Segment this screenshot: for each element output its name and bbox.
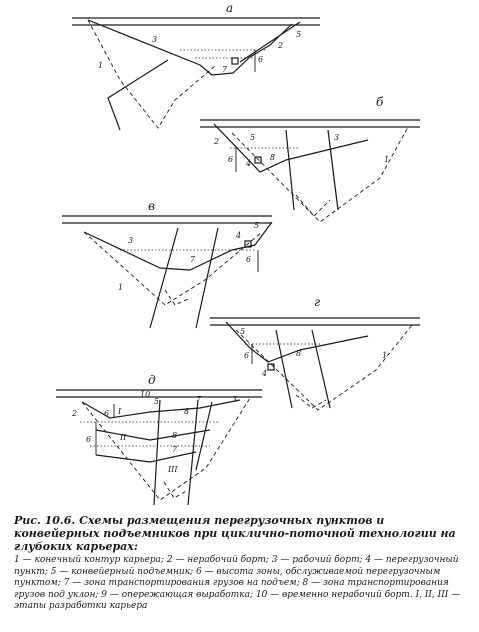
label: 3 bbox=[334, 133, 339, 142]
label: 3 bbox=[232, 395, 237, 404]
panel-a: а 1 2 3 5 6 7 bbox=[72, 1, 320, 131]
label: 3 bbox=[152, 35, 157, 44]
label: II bbox=[119, 433, 127, 442]
label: 6 bbox=[104, 409, 109, 418]
pit-bottom bbox=[295, 194, 331, 217]
label: 7 bbox=[222, 65, 228, 74]
label: 2 bbox=[277, 41, 283, 50]
panel-a-letter: а bbox=[226, 1, 233, 15]
label: 8 bbox=[184, 407, 189, 416]
label: 4 bbox=[245, 159, 251, 168]
conveyor-line bbox=[195, 401, 213, 471]
conveyor-line bbox=[195, 227, 219, 329]
conveyor-line bbox=[285, 129, 295, 211]
transfer-point bbox=[254, 156, 262, 164]
label: 6 bbox=[258, 55, 263, 64]
label: I bbox=[117, 407, 122, 416]
non-working-side-line bbox=[239, 21, 301, 63]
final-contour bbox=[87, 19, 216, 129]
label: 5 bbox=[240, 327, 245, 336]
label: 4 bbox=[235, 231, 241, 240]
working-side-line bbox=[87, 19, 293, 76]
final-contour bbox=[231, 126, 409, 223]
label: 1 bbox=[118, 283, 123, 292]
conveyor-line bbox=[187, 399, 199, 506]
label: 5 bbox=[154, 397, 159, 406]
pit-diagram-figure: а 1 2 3 5 6 7 б 1 2 3 4 5 6 8 bbox=[56, 1, 420, 506]
panel-c: в 1 3 4 5 6 7 bbox=[62, 199, 273, 329]
final-contour bbox=[235, 324, 413, 411]
label: 5 bbox=[254, 221, 259, 230]
label: 8 bbox=[296, 349, 301, 358]
label: 8 bbox=[270, 153, 275, 162]
label: 5 bbox=[250, 133, 255, 142]
panel-c-letter: в bbox=[148, 199, 155, 213]
conveyor-line bbox=[149, 227, 179, 329]
panel-b-letter: б bbox=[376, 95, 384, 109]
caption-title: Рис. 10.6. Схемы размещения перегрузочны… bbox=[14, 514, 456, 553]
label: 6 bbox=[246, 255, 251, 264]
label: 7 bbox=[196, 395, 202, 404]
label: 5 bbox=[296, 30, 301, 39]
panel-d-letter: г bbox=[314, 295, 320, 309]
conveyor-line bbox=[327, 129, 339, 211]
pit-bottom bbox=[295, 394, 327, 409]
label: 6 bbox=[86, 435, 91, 444]
working-side-line bbox=[95, 451, 197, 463]
panel-e-letter: д bbox=[148, 373, 156, 387]
transfer-point bbox=[244, 240, 252, 248]
working-side-line bbox=[81, 399, 241, 419]
transfer-point bbox=[267, 363, 275, 371]
panel-b: б 1 2 3 4 5 6 8 bbox=[200, 95, 420, 223]
label: 1 bbox=[382, 351, 387, 360]
conveyor-line bbox=[311, 329, 331, 409]
working-side-line bbox=[95, 429, 211, 441]
label: 1 bbox=[384, 155, 389, 164]
label: 4 bbox=[261, 369, 267, 378]
label: 10 bbox=[140, 390, 150, 399]
label: III bbox=[167, 465, 178, 474]
label: 8 bbox=[172, 431, 177, 440]
label: 6 bbox=[228, 155, 233, 164]
label: 3 bbox=[128, 236, 133, 245]
panel-d: г 1 4 5 6 8 bbox=[210, 295, 420, 411]
working-side-line bbox=[225, 321, 369, 363]
conveyor-line bbox=[275, 329, 293, 409]
panel-e: д 2 3 5 6 6 7 7 8 8 10 I II III bbox=[56, 373, 262, 506]
pit-bottom bbox=[163, 481, 189, 499]
label: 2 bbox=[71, 409, 77, 418]
label: 7 bbox=[172, 445, 178, 454]
figure-caption: Рис. 10.6. Схемы размещения перегрузочны… bbox=[14, 514, 469, 613]
label: 7 bbox=[190, 255, 196, 264]
pit-bottom bbox=[164, 289, 191, 306]
label: 2 bbox=[213, 137, 219, 146]
caption-legend: 1 — конечный контур карьера; 2 — нерабоч… bbox=[14, 555, 461, 612]
conveyor-trench bbox=[107, 59, 169, 131]
conveyor-line bbox=[153, 399, 161, 506]
label: 6 bbox=[244, 351, 249, 360]
label: 1 bbox=[98, 61, 103, 70]
transfer-point bbox=[231, 57, 239, 65]
